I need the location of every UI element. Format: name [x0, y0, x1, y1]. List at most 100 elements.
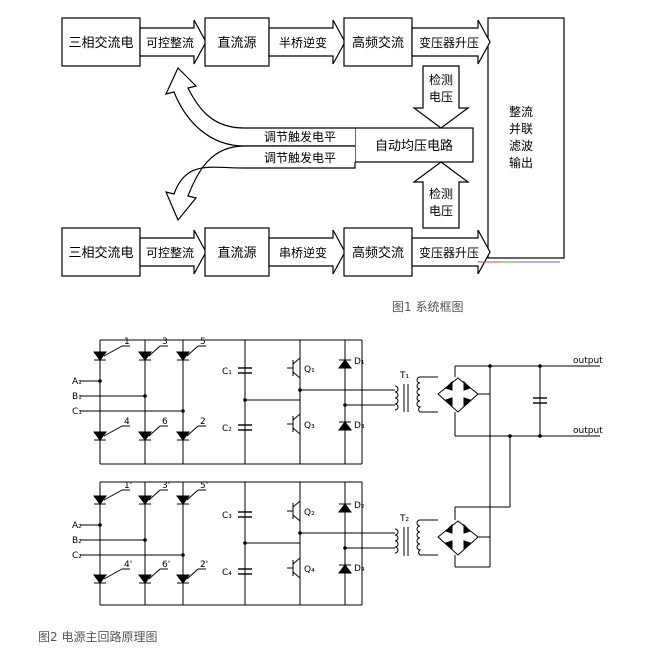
detect-bottom-label-2: 电压 [429, 204, 453, 218]
thyristor-6p [138, 574, 152, 584]
detect-top-label-1: 检测 [429, 72, 453, 87]
thyristor-2 [176, 431, 190, 441]
thy-label-3p: 3' [162, 481, 170, 491]
adjust-top-label: 调节触发电平 [264, 129, 336, 144]
transformer-t1 [394, 376, 422, 413]
output-label-1: 整流 [509, 104, 533, 119]
adjust-bottom-label: 调节触发电平 [264, 150, 336, 165]
diode-label-d1: D₁ [354, 357, 365, 367]
transistor-label-q1: Q₁ [304, 365, 315, 375]
thyristor-5 [176, 351, 190, 361]
thyristor-4 [93, 431, 107, 441]
top-transformer-label: 变压器升压 [419, 35, 479, 50]
adjust-top-arrow [164, 66, 355, 147]
transformer-label-t2: T₂ [399, 514, 409, 524]
figure1-caption: 图1 系统框图 [392, 300, 464, 314]
upper-thyristors [93, 351, 190, 441]
output-bridges [437, 377, 479, 556]
lower-gate-leads [103, 489, 206, 580]
transistor-label-q3: Q₃ [304, 421, 315, 431]
detect-top-label-2: 电压 [429, 90, 453, 104]
output-label-2: 并联 [509, 122, 533, 136]
figure1-labels: 三相交流电 可控整流 直流源 半桥逆变 高频交流 变压器升压 三相交流电 可控整… [68, 35, 533, 261]
thyristor-6 [138, 431, 152, 441]
figure1-block-diagram [61, 17, 565, 277]
diode-label-d3: D₃ [354, 421, 365, 431]
bottom-hf-box [343, 227, 413, 277]
thy-label-2p: 2' [200, 560, 208, 570]
thyristor-5p [176, 495, 190, 505]
transistor-label-q2: Q₂ [304, 508, 315, 518]
bottom-transformer-arrow [411, 229, 491, 275]
thy-label-3: 3 [162, 337, 168, 347]
bottom-inverter-arrow [268, 229, 346, 275]
top-rectifier-arrow [139, 19, 207, 65]
output-block [487, 17, 565, 259]
top-rectifier-label: 可控整流 [146, 35, 194, 50]
auto-balance-label: 自动均压电路 [375, 138, 453, 154]
top-hf-label: 高频交流 [352, 35, 404, 51]
top-source-box [61, 17, 141, 67]
bottom-dc-label: 直流源 [217, 246, 256, 261]
thy-label-4p: 4' [124, 560, 132, 570]
thyristor-1p [93, 495, 107, 505]
top-dc-box [204, 17, 270, 67]
detect-bottom-arrow [412, 161, 470, 229]
cap-label-c4: C₄ [222, 568, 232, 578]
transformers [394, 376, 422, 556]
transformer-t2 [394, 519, 422, 556]
top-dc-label: 直流源 [217, 36, 256, 51]
input-c1: C₁ [72, 407, 82, 417]
cap-label-c2: C₂ [222, 424, 232, 434]
input-b1: B₁ [72, 392, 82, 402]
diode-d2 [338, 503, 352, 513]
bottom-inverter-label: 串桥逆变 [279, 245, 327, 260]
thyristor-2p [176, 574, 190, 584]
bottom-transformer-label: 变压器升压 [419, 245, 479, 260]
thyristor-1 [93, 351, 107, 361]
input-c2: C₂ [72, 551, 82, 561]
transformer-label-t1: T₁ [399, 371, 409, 381]
transistor-q2 [287, 500, 301, 522]
diode-label-d4: D₄ [354, 564, 365, 574]
transistor-q3 [287, 413, 301, 435]
diode-d1 [338, 359, 352, 369]
figure2-caption: 图2 电源主回路原理图 [38, 630, 158, 644]
adjust-bottom-arrow [164, 145, 356, 222]
input-a2: A₂ [72, 521, 82, 531]
junction-dots [98, 364, 542, 557]
thy-label-5: 5 [200, 337, 206, 347]
output-bridge-2 [437, 520, 479, 556]
lower-thyristors [93, 495, 190, 584]
cap-label-c1: C₁ [222, 367, 232, 377]
bottom-dc-box [204, 227, 270, 277]
diode-d4 [338, 564, 352, 574]
cap-label-c3: C₃ [222, 511, 232, 521]
output-label-bottom: output [573, 426, 603, 436]
freewheel-diodes [338, 359, 352, 574]
bottom-source-label: 三相交流电 [68, 245, 133, 261]
thyristor-3p [138, 495, 152, 505]
thy-label-5p: 5' [200, 481, 208, 491]
thyristor-4p [93, 574, 107, 584]
output-label-3: 滤波 [509, 139, 533, 153]
bottom-rectifier-label: 可控整流 [146, 245, 194, 260]
upper-gate-leads [103, 345, 206, 437]
thy-label-6: 6 [162, 417, 168, 427]
detect-top-arrow [412, 65, 470, 129]
transistor-label-q4: Q₄ [304, 565, 315, 575]
thy-label-6p: 6' [162, 560, 170, 570]
diode-d3 [338, 421, 352, 431]
thy-label-4: 4 [124, 417, 130, 427]
thyristor-3 [138, 351, 152, 361]
top-inverter-arrow [268, 19, 346, 65]
output-bridge-1 [437, 377, 479, 413]
circuit-labels: 1 3 5 4 6 2 1' 3' 5' 4' 6' 2' A₁ B₁ C₁ A… [72, 337, 603, 578]
diode-label-d2: D₂ [354, 501, 365, 511]
detect-bottom-label-1: 检测 [429, 186, 453, 201]
top-transformer-arrow [411, 19, 491, 65]
capacitors [238, 367, 547, 575]
thy-label-1p: 1' [124, 481, 132, 491]
top-source-label: 三相交流电 [68, 35, 133, 51]
